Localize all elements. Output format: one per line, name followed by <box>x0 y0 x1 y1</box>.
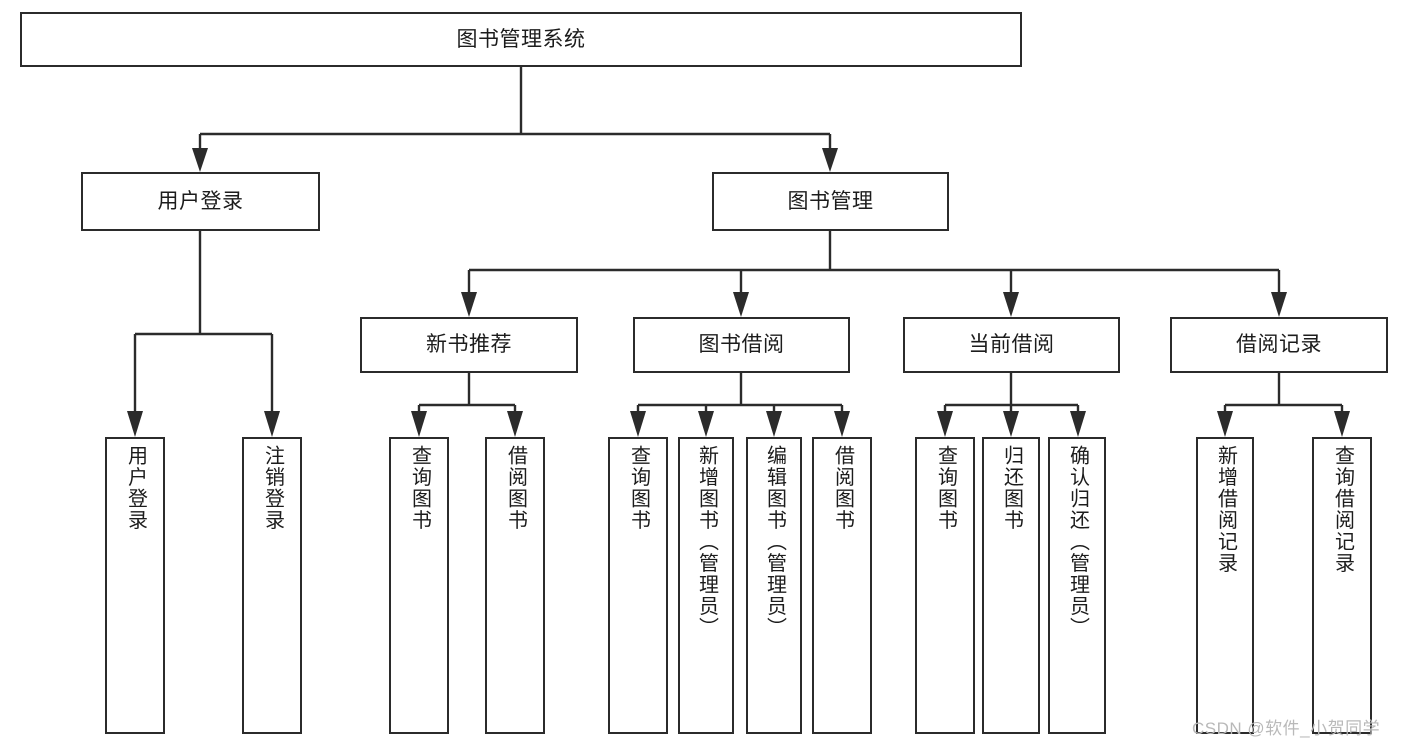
node-book-borrow[interactable]: 图书借阅 <box>633 317 850 373</box>
leaf-bookborrow-add-book-admin[interactable]: 新增图书（管理员） <box>678 437 734 734</box>
node-label: 借阅记录 <box>1236 333 1322 357</box>
leaf-bookborrow-borrow-books[interactable]: 借阅图书 <box>812 437 872 734</box>
node-label: 新增借阅记录 <box>1214 445 1237 574</box>
leaf-currentborrow-query-books[interactable]: 查询图书 <box>915 437 975 734</box>
arrowhead-bookborrow-leaf1 <box>630 411 646 437</box>
node-label: 查询图书 <box>934 445 957 531</box>
arrowhead-currentborrow <box>1003 292 1019 317</box>
node-label: 图书借阅 <box>698 333 785 357</box>
arrowhead-borrowrecord-leaf1 <box>1217 411 1233 437</box>
node-label: 新增图书（管理员） <box>695 445 718 639</box>
node-label: 归还图书 <box>1000 445 1023 531</box>
node-current-borrow[interactable]: 当前借阅 <box>903 317 1120 373</box>
leaf-borrowrecord-add-record[interactable]: 新增借阅记录 <box>1196 437 1254 734</box>
arrowhead-user-login-leaf2 <box>264 411 280 437</box>
node-label: 查询图书 <box>408 445 431 531</box>
node-label: 用户登录 <box>157 189 244 213</box>
arrowhead-borrowrecord <box>1271 292 1287 317</box>
arrowhead-bookborrow-leaf3 <box>766 411 782 437</box>
leaf-user-login-logout[interactable]: 注销登录 <box>242 437 302 734</box>
node-borrow-record[interactable]: 借阅记录 <box>1170 317 1388 373</box>
node-label: 借阅图书 <box>831 445 854 531</box>
node-new-book-recommend[interactable]: 新书推荐 <box>360 317 578 373</box>
leaf-currentborrow-return-books[interactable]: 归还图书 <box>982 437 1040 734</box>
leaf-bookborrow-edit-book-admin[interactable]: 编辑图书（管理员） <box>746 437 802 734</box>
node-label: 用户登录 <box>124 445 147 531</box>
node-label: 借阅图书 <box>504 445 527 531</box>
leaf-user-login-login[interactable]: 用户登录 <box>105 437 165 734</box>
node-label: 图书管理系统 <box>456 27 586 51</box>
node-label: 查询借阅记录 <box>1331 445 1354 574</box>
arrowhead-book-manage <box>822 148 838 172</box>
node-label: 注销登录 <box>261 445 284 531</box>
node-book-management[interactable]: 图书管理 <box>712 172 949 231</box>
leaf-newbook-query-books[interactable]: 查询图书 <box>389 437 449 734</box>
arrowhead-newbook-leaf1 <box>411 411 427 437</box>
arrowhead-currentborrow-leaf1 <box>937 411 953 437</box>
arrowhead-newbook <box>461 292 477 317</box>
node-user-login[interactable]: 用户登录 <box>81 172 320 231</box>
node-label: 当前借阅 <box>968 333 1055 357</box>
arrowhead-user-login <box>192 148 208 172</box>
leaf-currentborrow-confirm-return-admin[interactable]: 确认归还（管理员） <box>1048 437 1106 734</box>
leaf-borrowrecord-query-record[interactable]: 查询借阅记录 <box>1312 437 1372 734</box>
node-root-book-management-system[interactable]: 图书管理系统 <box>20 12 1022 67</box>
leaf-bookborrow-query-books[interactable]: 查询图书 <box>608 437 668 734</box>
arrowhead-bookborrow-leaf4 <box>834 411 850 437</box>
arrowhead-currentborrow-leaf2 <box>1003 411 1019 437</box>
arrowhead-borrowrecord-leaf2 <box>1334 411 1350 437</box>
node-label: 确认归还（管理员） <box>1066 445 1089 639</box>
arrowhead-bookborrow <box>733 292 749 317</box>
arrowhead-newbook-leaf2 <box>507 411 523 437</box>
arrowhead-bookborrow-leaf2 <box>698 411 714 437</box>
node-label: 查询图书 <box>627 445 650 531</box>
node-label: 新书推荐 <box>426 333 512 357</box>
node-label: 编辑图书（管理员） <box>763 445 786 639</box>
arrowhead-user-login-leaf1 <box>127 411 143 437</box>
leaf-newbook-borrow-books[interactable]: 借阅图书 <box>485 437 545 734</box>
node-label: 图书管理 <box>787 189 874 213</box>
arrowhead-currentborrow-leaf3 <box>1070 411 1086 437</box>
